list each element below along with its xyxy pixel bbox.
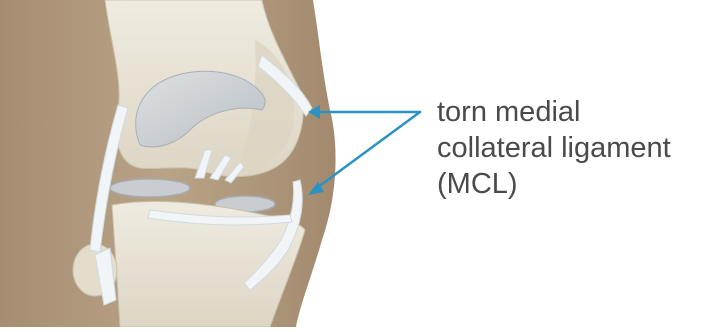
annotation-line-2: collateral ligament <box>437 130 671 166</box>
annotation-line-1: torn medial <box>437 94 580 130</box>
medial-meniscus <box>110 179 190 197</box>
annotation-line-3: (MCL) <box>437 166 518 202</box>
